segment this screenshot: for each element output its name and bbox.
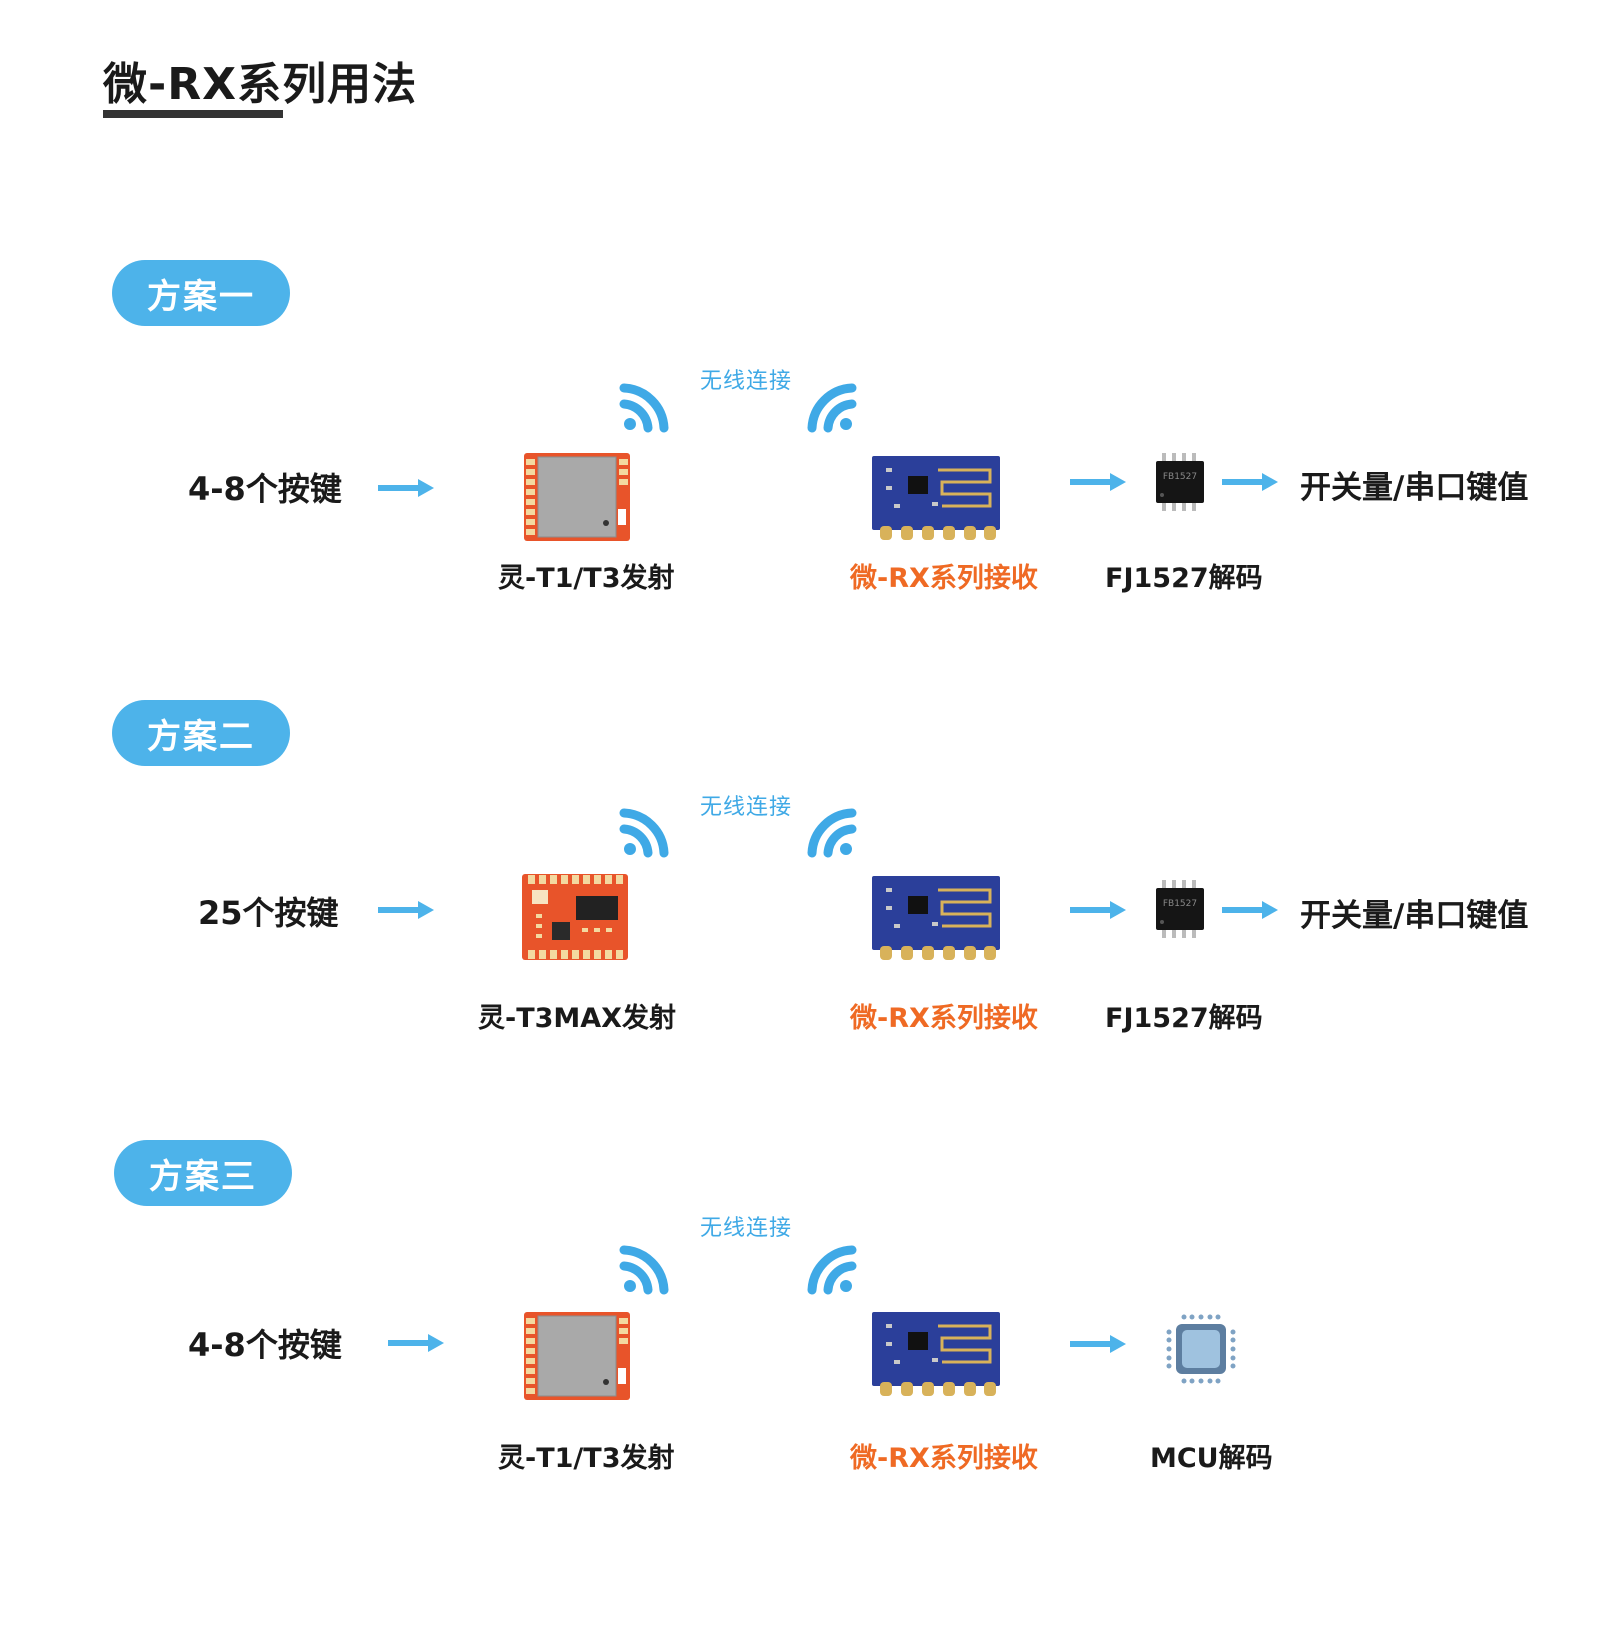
input-label: 4-8个按键 [188, 1326, 342, 1364]
scheme-2: 方案二 无线连接 25个按键 FB1527 开关量/串口键值 灵-T3MAX发射 [0, 700, 1600, 1060]
transmitter-caption: 灵-T3MAX发射 [478, 1003, 676, 1034]
scheme-3-badge: 方案三 [114, 1140, 292, 1206]
wifi-signal-right-icon [619, 808, 669, 858]
scheme-1-badge: 方案一 [112, 260, 290, 326]
arrow-icon [378, 479, 434, 497]
tx-module-t1-image [524, 1312, 630, 1400]
transmitter-caption: 灵-T1/T3发射 [498, 1443, 675, 1474]
input-label: 4-8个按键 [188, 470, 342, 508]
tx-module-t1-image [524, 453, 630, 541]
scheme-3: 方案三 无线连接 4-8个按键 灵-T1/T3发射 [0, 1140, 1600, 1500]
decoder-caption: MCU解码 [1150, 1443, 1273, 1474]
page-title: 微-RX系列用法 [103, 59, 418, 110]
wifi-signal-left-icon [807, 383, 857, 433]
decoder-chip-image: FB1527 [1156, 880, 1204, 938]
rx-module-image [872, 1312, 1000, 1396]
chip-marking: FB1527 [1163, 899, 1197, 909]
receiver-caption: 微-RX系列接收 [850, 563, 1038, 594]
wifi-signal-left-icon [807, 1245, 857, 1295]
mcu-chip-icon [1166, 1314, 1236, 1384]
transmitter-caption: 灵-T1/T3发射 [498, 563, 675, 594]
wifi-signal-right-icon [619, 383, 669, 433]
output-label: 开关量/串口键值 [1300, 898, 1529, 934]
wifi-signal-left-icon [807, 808, 857, 858]
wifi-signal-right-icon [619, 1245, 669, 1295]
arrow-icon [378, 901, 434, 919]
arrow-icon [1222, 473, 1278, 491]
receiver-caption: 微-RX系列接收 [850, 1003, 1038, 1034]
arrow-icon [1222, 901, 1278, 919]
arrow-icon [1070, 473, 1126, 491]
arrow-icon [1070, 1335, 1126, 1353]
arrow-icon [388, 1334, 444, 1352]
decoder-chip-image: FB1527 [1156, 453, 1204, 511]
decoder-caption: FJ1527解码 [1105, 563, 1263, 594]
output-label: 开关量/串口键值 [1300, 470, 1529, 506]
scheme-2-badge: 方案二 [112, 700, 290, 766]
rx-module-image [872, 456, 1000, 540]
title-underline [103, 110, 283, 118]
chip-marking: FB1527 [1163, 472, 1197, 482]
wireless-label: 无线连接 [700, 1216, 793, 1241]
arrow-icon [1070, 901, 1126, 919]
decoder-caption: FJ1527解码 [1105, 1003, 1263, 1034]
wireless-label: 无线连接 [700, 369, 793, 394]
wireless-label: 无线连接 [700, 795, 793, 820]
scheme-1: 方案一 无线连接 4-8个按键 FB1527 开关量/串口键值 灵-T1/T3发… [0, 260, 1600, 620]
tx-module-t3max-image [522, 874, 628, 960]
receiver-caption: 微-RX系列接收 [850, 1443, 1038, 1474]
input-label: 25个按键 [198, 894, 339, 932]
rx-module-image [872, 876, 1000, 960]
